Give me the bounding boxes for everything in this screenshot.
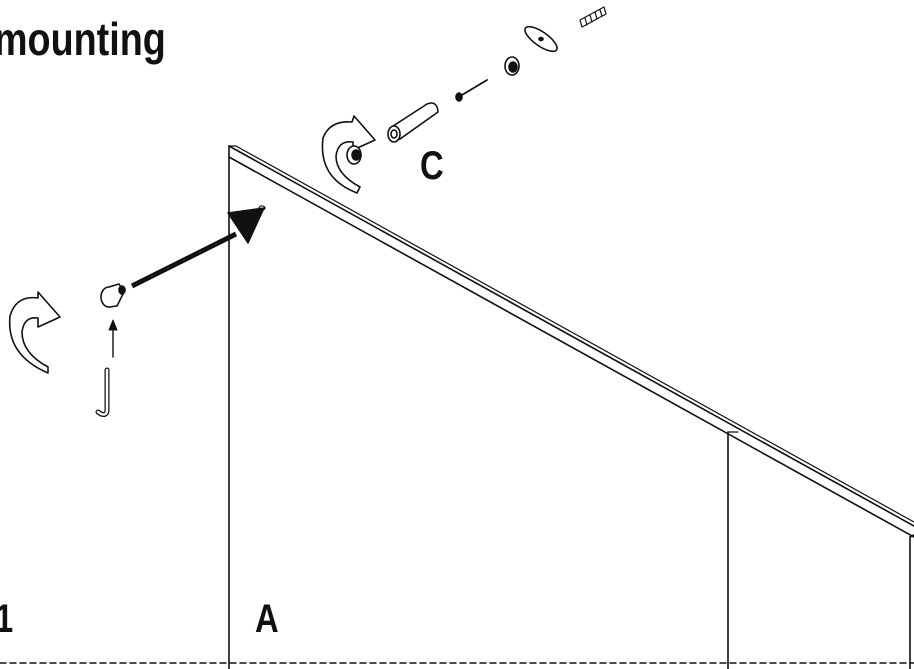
- screw-icon: [455, 79, 488, 102]
- allen-key-icon: [95, 367, 110, 417]
- spacer-nut-icon: [346, 145, 362, 165]
- rotate-arrow-icon-top: [321, 115, 376, 194]
- washer-nut-icon: [504, 56, 520, 76]
- panel-a: [228, 145, 914, 669]
- dowel-icon: [387, 102, 439, 143]
- rotate-arrow-icon: [8, 291, 61, 374]
- part-label-a: A: [255, 597, 279, 641]
- wall-plug-icon: [579, 6, 607, 28]
- knob-icon: [100, 283, 126, 308]
- page-title: mounting: [0, 13, 166, 65]
- panel-right: [727, 431, 914, 669]
- step-number: 1: [0, 599, 13, 639]
- up-arrow-icon: [108, 319, 118, 358]
- direction-arrow-icon: [130, 207, 265, 289]
- part-label-c: C: [420, 144, 444, 188]
- washer-icon: [524, 25, 558, 53]
